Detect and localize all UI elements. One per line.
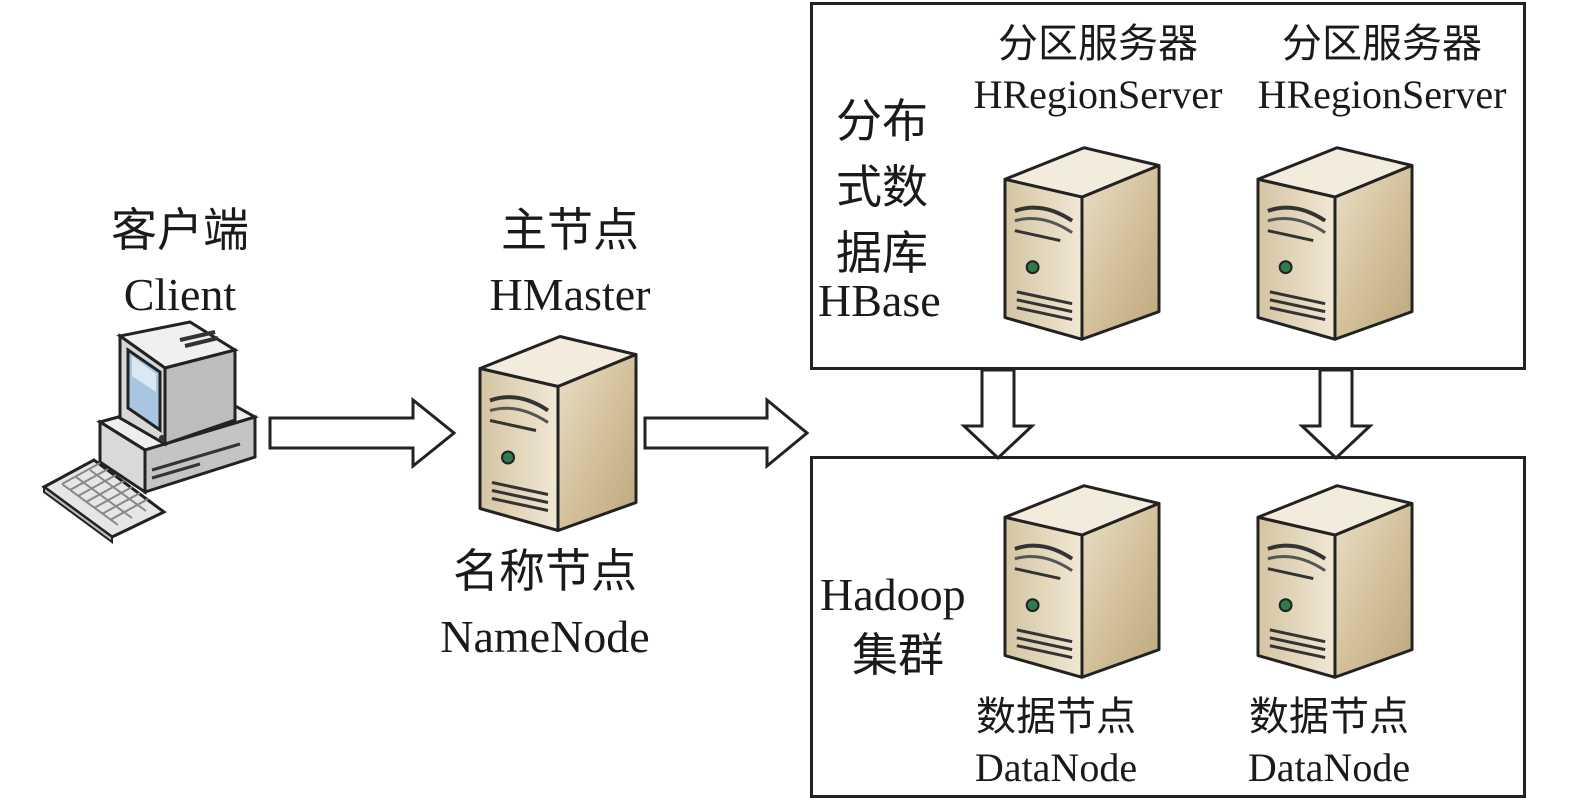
master-sub-zh: 名称节点: [453, 544, 637, 598]
hbase-title-zh: 分布 式数 据库: [836, 88, 928, 286]
master-label-zh: 主节点: [501, 203, 639, 257]
arrow-client-to-master: [268, 396, 457, 470]
arrow-hbase-to-hadoop: [1298, 368, 1374, 461]
tower-server-icon: [478, 330, 638, 535]
hadoop-box: [810, 456, 1526, 798]
hadoop-title-zh: 集群: [852, 628, 944, 682]
hbase-title-en: HBase: [818, 275, 941, 326]
region-server-label-en: HRegionServer: [1257, 72, 1507, 117]
region-server-label-zh: 分区服务器: [1282, 21, 1482, 67]
hbase-title-zh-line: 据库: [836, 226, 928, 280]
hbase-title-zh-line: 式数: [836, 160, 928, 214]
arrow-master-to-hbase: [643, 396, 810, 470]
client-label-zh: 客户端: [111, 203, 249, 257]
tower-server-icon: [1003, 478, 1161, 683]
region-server-label-en: HRegionServer: [973, 72, 1223, 117]
master-label-en: HMaster: [489, 269, 651, 320]
tower-server-icon: [1003, 140, 1161, 345]
datanode-label-zh: 数据节点: [1249, 694, 1409, 740]
hadoop-title-en: Hadoop: [820, 569, 966, 620]
master-sub-en: NameNode: [440, 611, 650, 662]
datanode-label-en: DataNode: [974, 745, 1138, 790]
hbase-title-zh-line: 分布: [836, 94, 928, 148]
datanode-label-zh: 数据节点: [976, 694, 1136, 740]
hbase-box: [810, 2, 1526, 370]
arrow-hbase-to-hadoop: [960, 368, 1036, 461]
tower-server-icon: [1256, 140, 1414, 345]
desktop-computer-icon: [41, 320, 259, 544]
region-server-label-zh: 分区服务器: [998, 21, 1198, 67]
tower-server-icon: [1256, 478, 1414, 683]
datanode-label-en: DataNode: [1247, 745, 1411, 790]
client-label-en: Client: [123, 269, 237, 320]
